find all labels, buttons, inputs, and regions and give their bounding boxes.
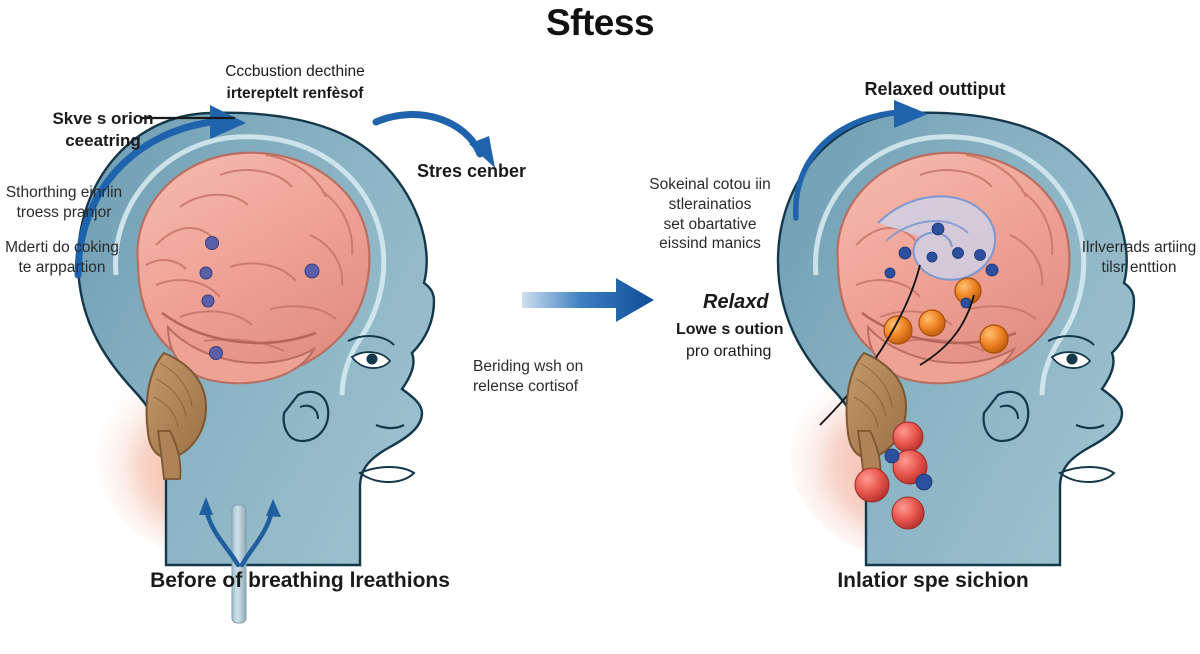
- face-features-left: [282, 335, 416, 483]
- breath-arrows-left: [203, 506, 275, 568]
- right-brain-note: Sokeinal cotou iin stlerainatios set oba…: [649, 176, 771, 253]
- cerebellum-right: [845, 351, 908, 480]
- relaxed-sub-line1: Lowe s oution: [676, 321, 784, 338]
- face-features-right: [982, 335, 1116, 483]
- right-caption: Inlatior spe sichion: [837, 569, 1029, 592]
- right-figure-head: [760, 95, 1200, 567]
- cerebellum-left: [145, 351, 208, 480]
- left-side-note-1: Sthorthing einrlin troess pranjor: [5, 184, 123, 221]
- left-side-note-2: Mderti do coking te arppartion: [5, 239, 119, 276]
- page-title: Sftess: [545, 2, 655, 43]
- limbic-highlight: [877, 195, 997, 281]
- stress-center-label: Stres cenber: [417, 161, 527, 181]
- brain-right: [819, 151, 1071, 426]
- neuron-dots-left: [199, 236, 320, 360]
- relaxed-output-arrow: [793, 100, 928, 221]
- stress-inflow-arrow: [74, 105, 246, 279]
- transition-arrow: [522, 278, 654, 322]
- left-body-note: Beriding wsh on relense cortisof: [473, 358, 584, 395]
- left-heading: Skve s orion ceeatring: [52, 109, 154, 150]
- relaxed-sub-line2: pro orathing: [686, 343, 772, 360]
- cortisol-molecules-right: [854, 421, 933, 530]
- relaxed-label: Relaxd: [703, 291, 769, 313]
- left-top-note-line1: Cccbustion decthine: [225, 63, 365, 80]
- heading-leader-line: [140, 116, 235, 120]
- right-heading: Relaxed outtiput: [864, 79, 1006, 99]
- right-side-note: Ilrlverrads artiing tilsr enttion: [1081, 239, 1197, 276]
- brain-left: [136, 151, 371, 385]
- activity-spheres-right: [883, 277, 1009, 354]
- left-top-note-line2: irtereptelt renfèsof: [226, 85, 364, 102]
- stress-outflow-arrow: [372, 111, 495, 168]
- left-caption: Before of breathing lreathions: [150, 569, 450, 592]
- breath-arrowheads-left: [199, 497, 281, 517]
- left-figure-head: [60, 95, 500, 624]
- brain-leader-lines: [819, 264, 975, 426]
- skull-inner-line: [813, 134, 1087, 396]
- skull-inner-line: [113, 134, 387, 396]
- neuron-dots-right: [884, 222, 999, 309]
